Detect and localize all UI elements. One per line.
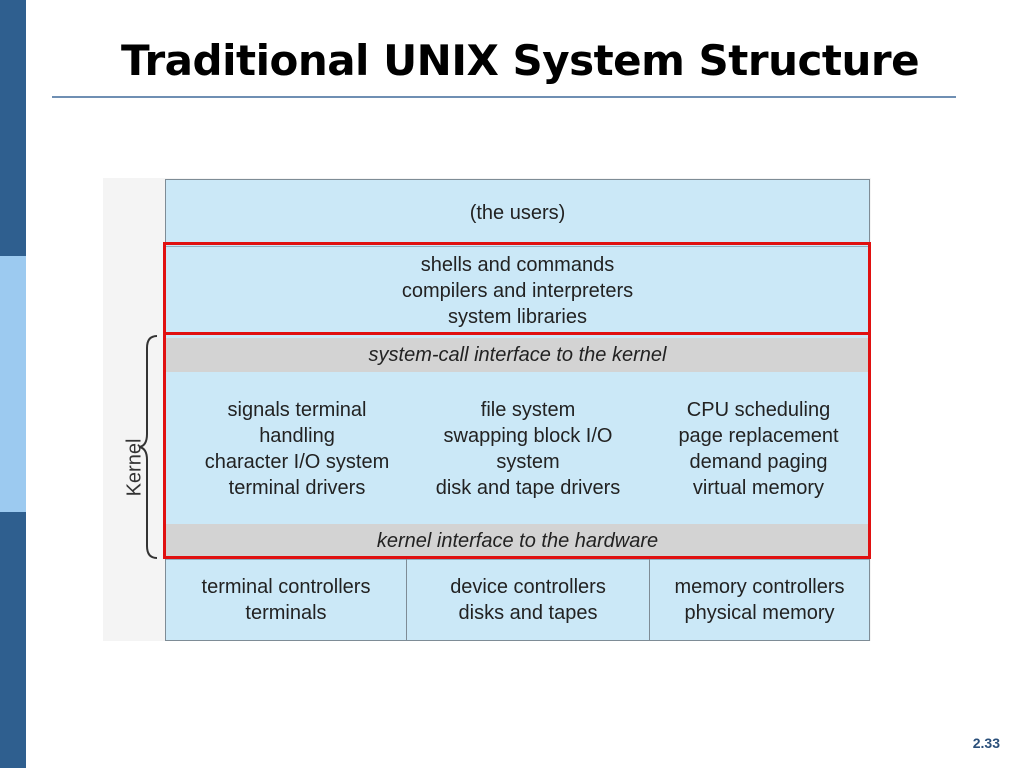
kernel-column-line: page replacement [678,425,839,447]
users-label: (the users) [469,202,566,224]
users-layer: (the users) [166,180,869,246]
controller-line: memory controllers [674,576,845,598]
syscall-interface-layer: system-call interface to the kernel [166,338,869,372]
kernel-column-line: signals terminal [227,399,367,421]
controller-line: device controllers [450,576,606,598]
controllers-memory: memory controllers physical memory [650,574,869,626]
kernel-column-line: demand paging [689,451,828,473]
kernel-column-line: file system [480,399,576,421]
shells-line: compilers and interpreters [401,280,634,302]
controller-line: disks and tapes [458,602,598,624]
highlight-box-system-programs [163,242,871,335]
kernel-brace [138,335,158,559]
column-divider [406,559,407,640]
page-number: 2.33 [972,735,1000,751]
controller-line: terminals [245,602,327,624]
controllers-terminal: terminal controllers terminals [166,574,406,626]
controllers-device: device controllers disks and tapes [407,574,649,626]
highlight-box-kernel [163,332,871,559]
sidebar-middle-band [0,256,26,512]
kernel-column-line: virtual memory [692,477,825,499]
kernel-column-signals: signals terminal handling character I/O … [166,397,428,501]
sidebar-top-band [0,0,26,256]
shells-line: system libraries [448,306,587,328]
syscall-interface-label: system-call interface to the kernel [368,344,667,366]
title-underline [52,96,956,98]
column-divider [649,559,650,640]
kernel-column-line: character I/O system [204,451,390,473]
controller-line: terminal controllers [201,576,371,598]
kernel-column-line: CPU scheduling [686,399,831,421]
sidebar-bottom-band [0,512,26,768]
kernel-column-filesystem: file system swapping block I/O system di… [408,397,648,501]
slide-title: Traditional UNIX System Structure [120,36,920,85]
unix-structure-diagram: Kernel (the users) shells and commands c… [103,178,871,641]
kernel-column-line: terminal drivers [228,477,366,499]
kernel-column-cpu: CPU scheduling page replacement demand p… [648,397,869,501]
controller-line: physical memory [684,602,835,624]
kernel-column-line: system [496,451,560,473]
shells-line: shells and commands [420,254,615,276]
layer-stack: (the users) shells and commands compiler… [165,179,870,641]
kernel-label: Kernel [123,438,146,497]
hardware-interface-layer: kernel interface to the hardware [166,524,869,558]
hardware-interface-label: kernel interface to the hardware [376,530,659,552]
kernel-column-line: swapping block I/O [443,425,613,447]
shells-layer: shells and commands compilers and interp… [166,246,869,336]
kernel-column-line: handling [259,425,335,447]
layer-separator [166,246,869,247]
layer-separator [166,559,869,560]
kernel-column-line: disk and tape drivers [435,477,621,499]
